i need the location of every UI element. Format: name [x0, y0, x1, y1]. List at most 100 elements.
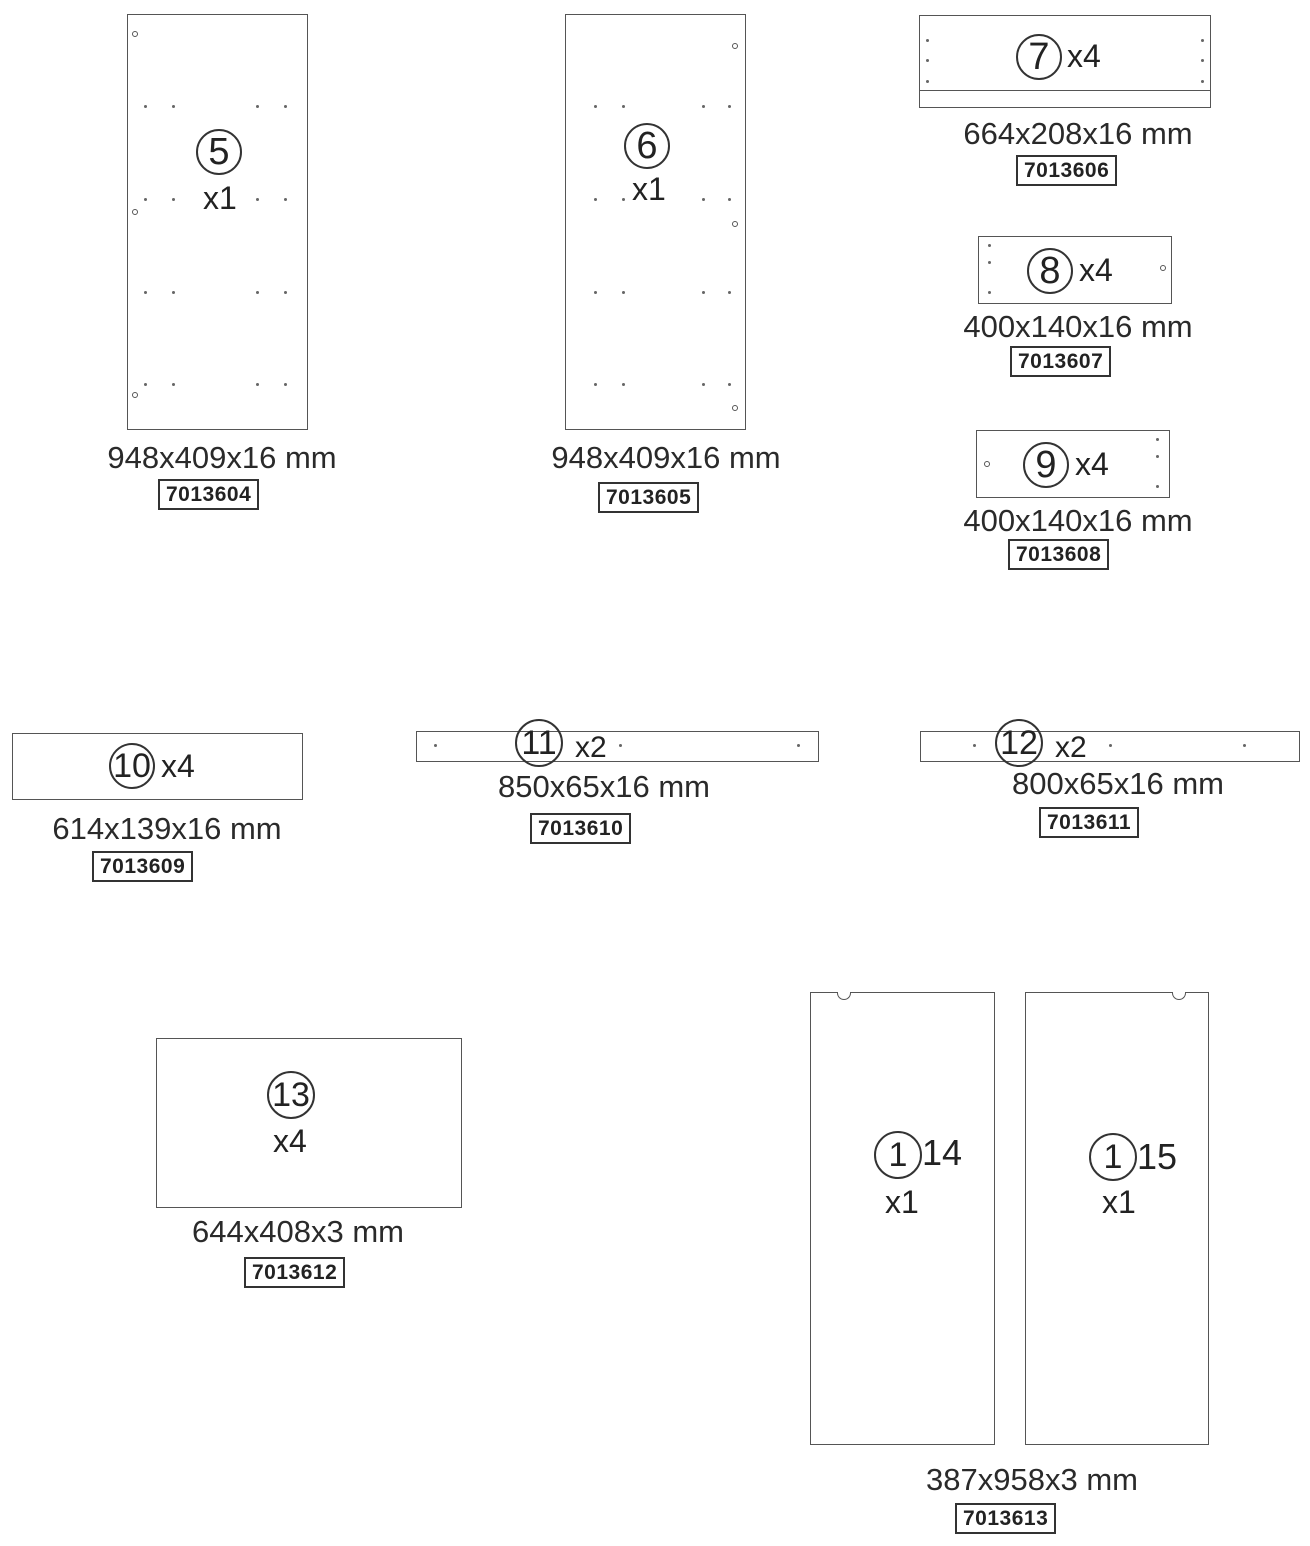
- part-number-badge: 10: [109, 743, 155, 789]
- part-number-badge: 1: [1089, 1133, 1137, 1181]
- part-12-panel: 12 x2: [920, 719, 1300, 767]
- notch: [837, 992, 851, 1000]
- notch: [1172, 992, 1186, 1000]
- dot: [1201, 80, 1204, 83]
- part-14-15-dimensions: 387x958x3 mm: [926, 1462, 1138, 1497]
- part-13-panel: 13 x4: [156, 1038, 462, 1208]
- part-5-panel: 5 x1: [127, 14, 308, 430]
- dot: [144, 383, 147, 386]
- dot: [702, 198, 705, 201]
- part-number-badge: 5: [196, 129, 242, 175]
- dot: [144, 198, 147, 201]
- dot: [702, 383, 705, 386]
- part-number-badge: 8: [1027, 248, 1073, 294]
- part-13-dimensions: 644x408x3 mm: [192, 1214, 404, 1249]
- part-10-dimensions: 614x139x16 mm: [52, 811, 282, 846]
- dot: [1243, 744, 1246, 747]
- part-number-badge: 9: [1023, 442, 1069, 488]
- edge-line: [920, 90, 1210, 91]
- dot: [622, 198, 625, 201]
- dot: [797, 744, 800, 747]
- hole: [732, 43, 738, 49]
- part-quantity: x4: [1075, 446, 1109, 482]
- part-13-code: 7013612: [244, 1257, 346, 1288]
- dot: [256, 291, 259, 294]
- hole: [984, 461, 990, 467]
- dot: [172, 198, 175, 201]
- part-quantity: x1: [885, 1184, 919, 1220]
- dot: [144, 291, 147, 294]
- dot: [728, 291, 731, 294]
- part-quantity: x4: [161, 748, 195, 784]
- part-quantity: x4: [273, 1123, 307, 1159]
- dot: [594, 383, 597, 386]
- dot: [144, 105, 147, 108]
- dot: [728, 198, 731, 201]
- part-5-dimensions: 948x409x16 mm: [107, 440, 337, 475]
- dot: [702, 291, 705, 294]
- dot: [594, 198, 597, 201]
- part-quantity: x1: [1102, 1184, 1136, 1220]
- dot: [728, 383, 731, 386]
- dot: [926, 59, 929, 62]
- hole: [1160, 265, 1166, 271]
- part-number-suffix: 15: [1137, 1136, 1178, 1177]
- dot: [284, 105, 287, 108]
- dot: [434, 744, 437, 747]
- dot: [988, 261, 991, 264]
- part-14-panel: 1 14 x1: [810, 992, 995, 1445]
- hole: [132, 31, 138, 37]
- dot: [926, 39, 929, 42]
- part-number-badge: 11: [515, 719, 563, 767]
- dot: [594, 291, 597, 294]
- dot: [256, 198, 259, 201]
- dot: [172, 105, 175, 108]
- dot: [284, 383, 287, 386]
- part-12-dimensions: 800x65x16 mm: [1012, 766, 1224, 801]
- part-10-panel: 10 x4: [12, 733, 303, 800]
- part-6-panel: 6 x1: [565, 14, 746, 430]
- hole: [132, 392, 138, 398]
- dot: [622, 383, 625, 386]
- part-number-badge: 1: [874, 1131, 922, 1179]
- part-7-code: 7013606: [1016, 155, 1118, 186]
- dot: [594, 105, 597, 108]
- hole: [732, 221, 738, 227]
- part-14-15-code: 7013613: [955, 1503, 1057, 1534]
- dot: [702, 105, 705, 108]
- part-7-panel: 7 x4: [919, 15, 1211, 108]
- dot: [284, 291, 287, 294]
- part-9-panel: 9 x4: [976, 430, 1170, 498]
- part-15-panel: 1 15 x1: [1025, 992, 1209, 1445]
- part-quantity: x4: [1067, 38, 1101, 74]
- dot: [1201, 39, 1204, 42]
- part-7-dimensions: 664x208x16 mm: [963, 116, 1193, 151]
- dot: [1156, 455, 1159, 458]
- hole: [132, 209, 138, 215]
- dot: [1109, 744, 1112, 747]
- part-6-dimensions: 948x409x16 mm: [551, 440, 781, 475]
- dot: [988, 291, 991, 294]
- dot: [284, 198, 287, 201]
- dot: [622, 291, 625, 294]
- dot: [256, 105, 259, 108]
- part-9-dimensions: 400x140x16 mm: [963, 503, 1193, 538]
- part-8-code: 7013607: [1010, 346, 1112, 377]
- part-quantity: x4: [1079, 252, 1113, 288]
- dot: [1201, 59, 1204, 62]
- part-number-badge: 13: [267, 1071, 315, 1119]
- dot: [622, 105, 625, 108]
- hole: [732, 405, 738, 411]
- part-number-badge: 12: [995, 719, 1043, 767]
- part-quantity: x1: [632, 171, 666, 207]
- dot: [1156, 485, 1159, 488]
- part-quantity: x1: [203, 180, 237, 216]
- part-quantity: x2: [575, 731, 607, 764]
- part-12-code: 7013611: [1039, 807, 1140, 838]
- part-8-panel: 8 x4: [978, 236, 1172, 304]
- part-11-code: 7013610: [530, 813, 632, 844]
- part-number-suffix: 14: [922, 1132, 963, 1173]
- dot: [1156, 438, 1159, 441]
- dot: [988, 244, 991, 247]
- part-number-badge: 6: [624, 123, 670, 169]
